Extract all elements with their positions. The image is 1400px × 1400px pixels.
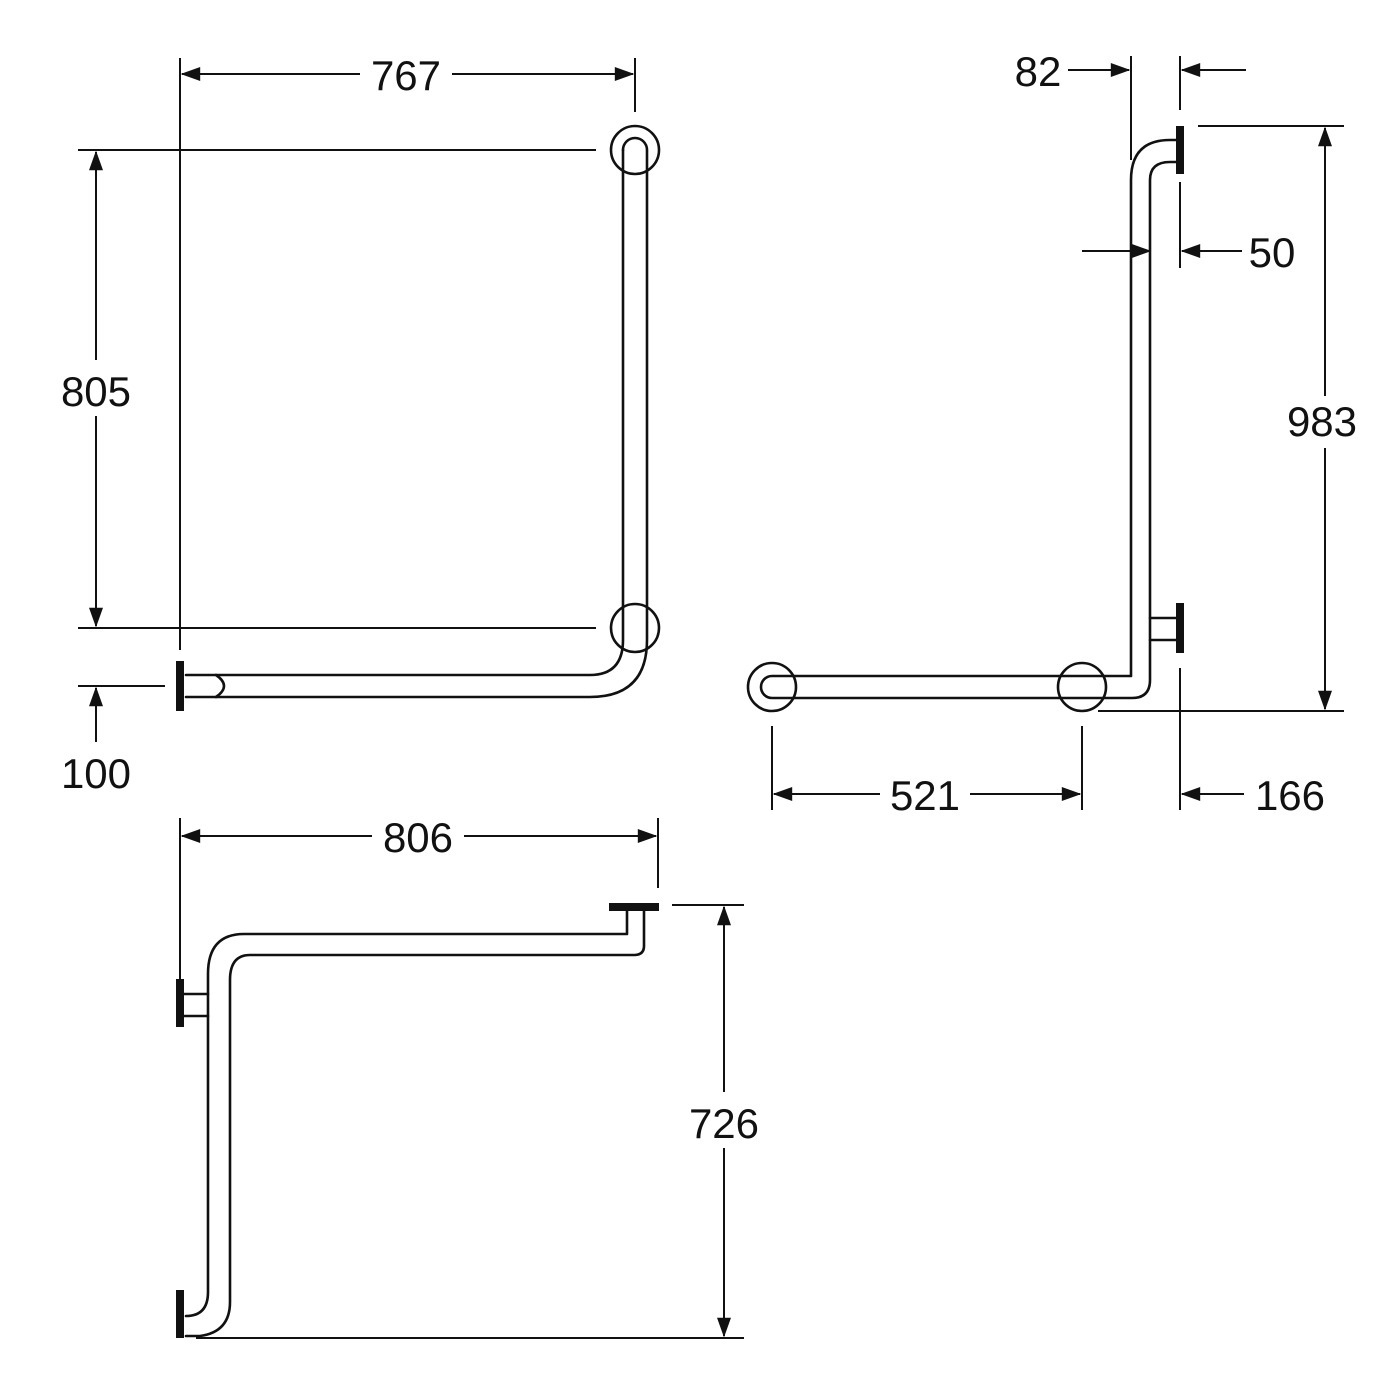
side-flange-end	[746, 661, 798, 713]
side-tube	[759, 138, 1178, 700]
dim-front-height: 805	[61, 368, 131, 415]
dim-side-horizontal-length: 521	[890, 772, 960, 819]
side-flange-mid	[1056, 661, 1108, 713]
front-view: 767 805 100	[61, 52, 661, 797]
dim-side-height: 983	[1287, 398, 1357, 445]
flange-bottom	[609, 602, 661, 654]
dim-side-top-offset: 82	[1015, 48, 1062, 95]
dim-front-offset: 100	[61, 750, 131, 797]
side-view: 82 50 983 521 166	[746, 48, 1357, 819]
front-tube-cut	[214, 673, 226, 699]
top-plate-upper	[176, 979, 184, 1027]
dim-top-depth: 726	[689, 1100, 759, 1147]
dim-front-width: 767	[371, 52, 441, 99]
side-tube-stub	[1148, 616, 1178, 642]
top-plate-wall	[609, 903, 659, 911]
front-tube-inner	[184, 148, 625, 677]
top-tube-stub	[182, 992, 210, 1018]
front-tube-outer	[184, 136, 649, 699]
side-plate-bottom	[1176, 603, 1184, 653]
end-plate-left	[176, 661, 184, 711]
top-plate-lower	[176, 1290, 184, 1338]
top-view: 806 726	[176, 814, 759, 1339]
dim-side-bottom-offset: 166	[1255, 772, 1325, 819]
top-tube-outer	[184, 909, 629, 1318]
flange-top	[609, 124, 661, 176]
dim-side-tube-offset: 50	[1249, 229, 1296, 276]
side-plate-top	[1176, 126, 1184, 174]
top-tube-inner	[184, 909, 646, 1338]
dim-top-width: 806	[383, 814, 453, 861]
